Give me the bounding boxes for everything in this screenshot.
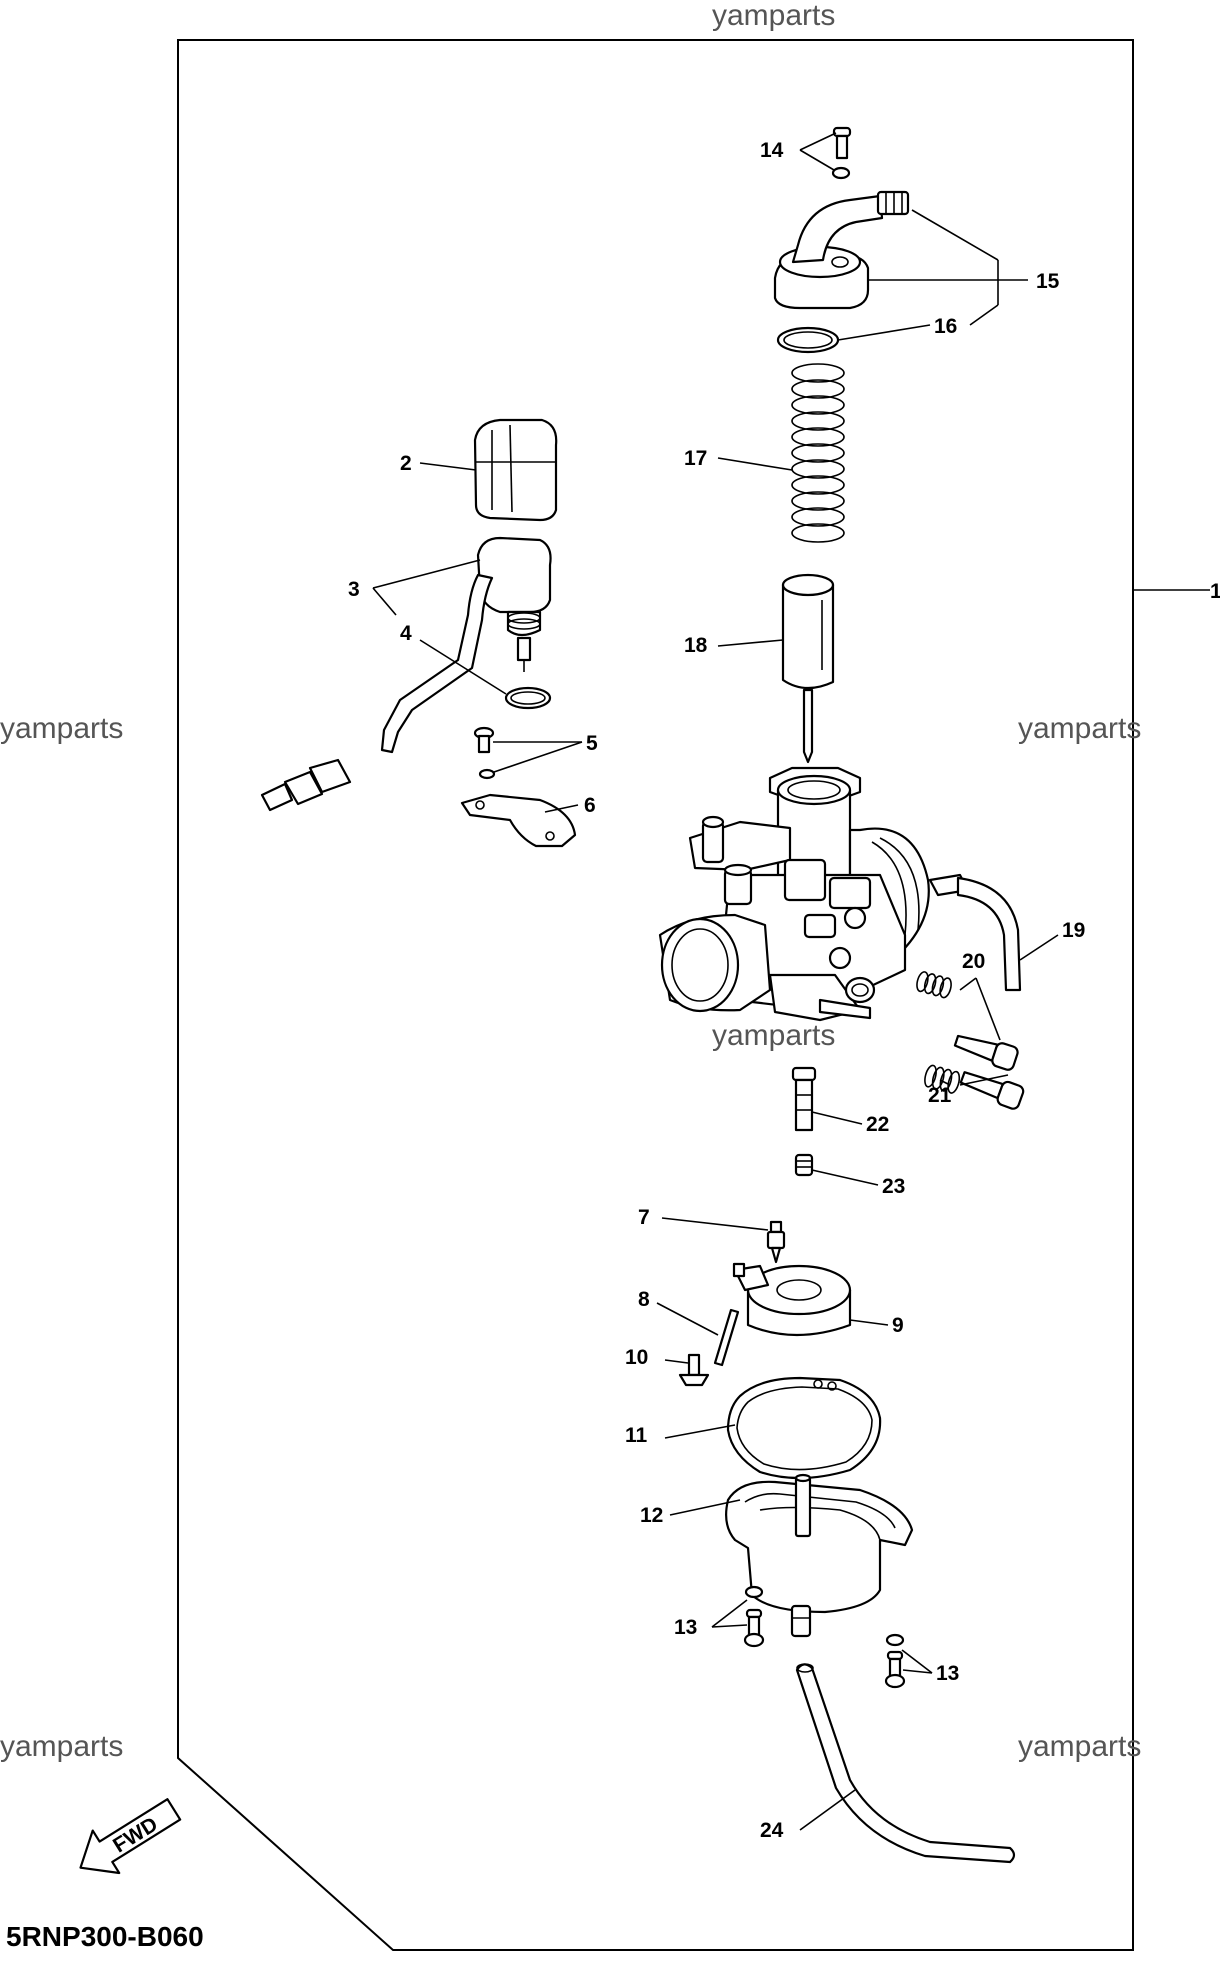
callout-labels: 1 2 3 4 5 6 7 8 9 10 11 12 13 13 14 15 1…	[348, 139, 1220, 1842]
callout-20: 20	[962, 950, 985, 973]
diagram-code: 5RNP300-B060	[6, 1921, 204, 1952]
leader-lines	[372, 132, 1210, 1831]
watermark-left-mid: yamparts	[0, 712, 123, 745]
callout-13-right: 13	[936, 1662, 959, 1685]
watermark-top: yamparts	[712, 0, 835, 32]
hose-part-19	[956, 876, 1022, 992]
float-chamber-part-12	[725, 1473, 914, 1638]
oring-part-4	[504, 686, 552, 710]
callout-5: 5	[586, 732, 598, 755]
main-jet-part-23	[794, 1153, 814, 1177]
callout-19: 19	[1062, 919, 1085, 942]
callout-21: 21	[928, 1084, 952, 1107]
screw-part-14	[831, 126, 852, 180]
watermark-center: yamparts	[712, 1019, 835, 1052]
gasket-part-11	[726, 1376, 882, 1480]
plate-part-6	[460, 793, 577, 848]
callout-24: 24	[760, 1819, 784, 1842]
callout-17: 17	[684, 447, 707, 470]
callout-9: 9	[892, 1314, 904, 1337]
screw-part-13-left	[743, 1585, 765, 1648]
watermark-right-bottom: yamparts	[1018, 1730, 1141, 1763]
callout-10: 10	[625, 1346, 648, 1369]
cover-part-2	[473, 418, 558, 522]
starter-part-3	[260, 536, 552, 812]
callout-11: 11	[625, 1424, 648, 1447]
carburetor-body	[658, 766, 970, 1022]
screw-part-5	[473, 726, 496, 780]
needle-valve-part-7	[766, 1220, 786, 1264]
callout-7: 7	[638, 1206, 650, 1229]
drain-hose-part-24	[795, 1663, 1016, 1864]
callout-12: 12	[640, 1504, 663, 1527]
screw-part-13-right	[884, 1633, 906, 1689]
pilot-screw-part-20	[916, 971, 1019, 1071]
fwd-arrow-icon: FWD	[79, 1798, 182, 1875]
callout-2: 2	[400, 452, 412, 475]
callout-4: 4	[400, 622, 412, 645]
oring-part-16	[776, 326, 840, 354]
callout-15: 15	[1036, 270, 1060, 293]
callout-16: 16	[934, 315, 957, 338]
watermark-right-mid: yamparts	[1018, 712, 1141, 745]
screw-part-10	[678, 1353, 710, 1387]
callout-22: 22	[866, 1113, 889, 1136]
callout-14: 14	[760, 139, 784, 162]
callout-13-left: 13	[674, 1616, 697, 1639]
callout-3: 3	[348, 578, 360, 601]
callout-18: 18	[684, 634, 708, 657]
callout-1: 1	[1210, 580, 1220, 603]
needle-jet-part-22	[791, 1066, 817, 1132]
pin-part-8	[713, 1308, 740, 1367]
watermark-left-bottom: yamparts	[0, 1730, 123, 1763]
float-part-9	[732, 1262, 852, 1337]
throttle-screw-part-21	[924, 1064, 1025, 1110]
throttle-valve-part-18	[781, 573, 835, 764]
cap-part-15	[773, 190, 910, 310]
callout-23: 23	[882, 1175, 905, 1198]
callout-6: 6	[584, 794, 596, 817]
assembly-frame	[177, 39, 1134, 1951]
callout-8: 8	[638, 1288, 650, 1311]
spring-part-17	[791, 363, 845, 543]
